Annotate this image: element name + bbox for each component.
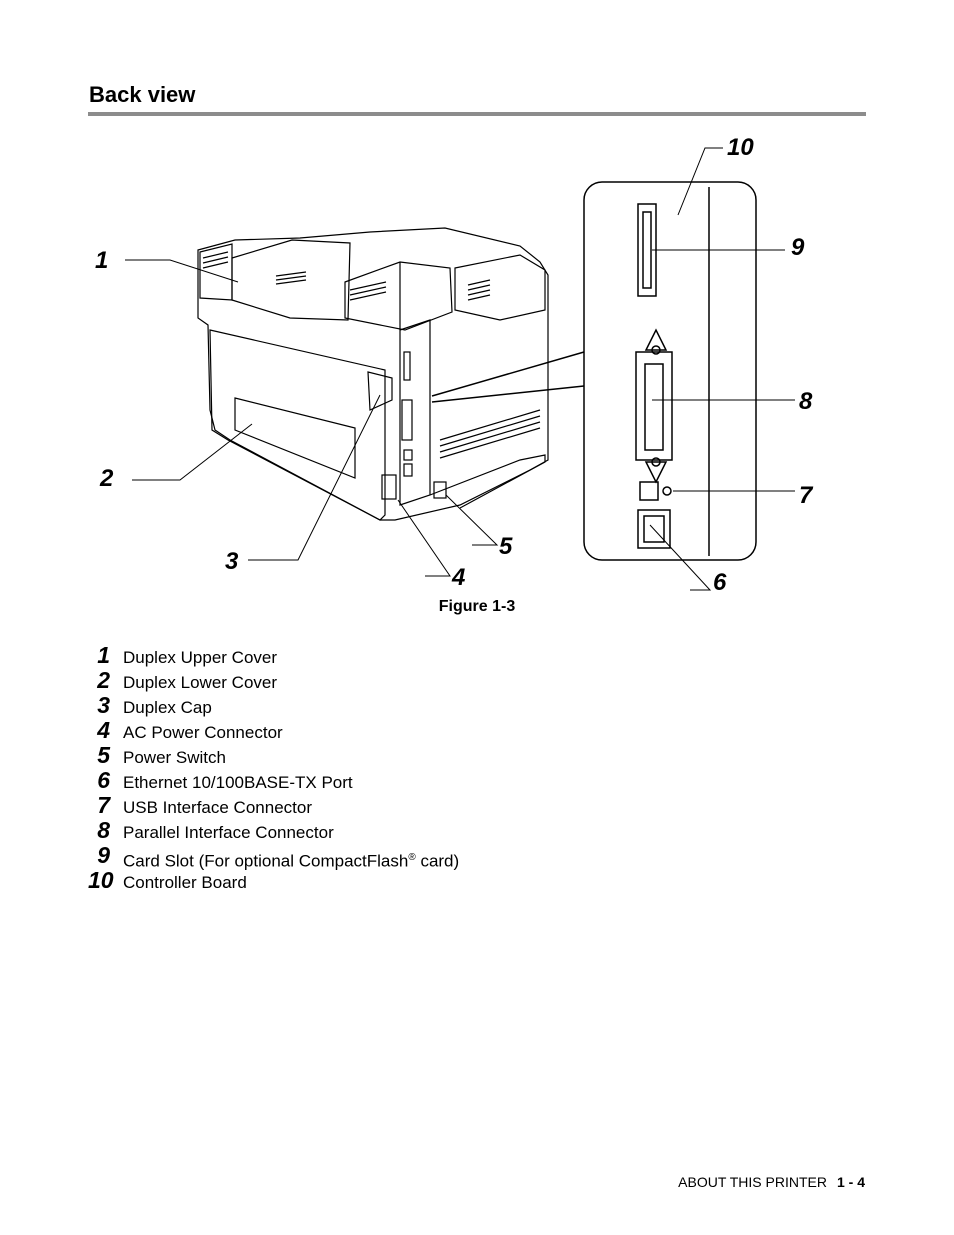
legend-number: 1 (97, 642, 110, 668)
legend-label-suffix: card) (415, 851, 460, 871)
legend-number: 5 (97, 742, 110, 768)
legend-item: 6 Ethernet 10/100BASE-TX Port (88, 768, 688, 793)
callout-numbers: 1 2 3 4 5 6 7 8 9 10 (95, 134, 814, 596)
legend-number: 8 (97, 817, 110, 843)
registered-mark: ® (408, 852, 416, 863)
callout-4: 4 (451, 564, 465, 591)
callout-7: 7 (799, 482, 814, 509)
legend-label: Controller Board (123, 873, 247, 892)
callout-6: 6 (713, 569, 727, 596)
legend-label: AC Power Connector (123, 723, 283, 742)
callout-10: 10 (727, 134, 754, 161)
callout-8: 8 (799, 388, 813, 415)
legend-number: 9 (97, 842, 110, 868)
legend-item: 2 Duplex Lower Cover (88, 668, 688, 693)
legend-item: 1 Duplex Upper Cover (88, 643, 688, 668)
detail-inset (583, 181, 757, 561)
legend-item: 3 Duplex Cap (88, 693, 688, 718)
legend-list: 1 Duplex Upper Cover 2 Duplex Lower Cove… (88, 643, 688, 893)
legend-item: 8 Parallel Interface Connector (88, 818, 688, 843)
figure-caption: Figure 1-3 (438, 598, 516, 615)
legend-number: 2 (97, 667, 110, 693)
legend-number: 3 (97, 692, 110, 718)
legend-label: Duplex Upper Cover (123, 648, 278, 667)
callout-5: 5 (499, 533, 513, 560)
page-title: Back view (89, 82, 196, 107)
callout-9: 9 (791, 234, 805, 261)
legend-item: 7 USB Interface Connector (88, 793, 688, 818)
page-number: 1 - 4 (836, 1174, 865, 1190)
legend-label: USB Interface Connector (123, 798, 312, 817)
legend-label: Parallel Interface Connector (123, 823, 334, 842)
footer-section: ABOUT THIS PRINTER (678, 1174, 827, 1190)
callout-3: 3 (225, 548, 239, 575)
legend-number: 7 (97, 792, 110, 818)
printer-back-view-figure: 1 2 3 4 5 6 7 8 9 10 (95, 134, 814, 596)
legend-number: 6 (97, 767, 110, 793)
leader-lines (125, 147, 795, 591)
legend-item: 9 Card Slot (For optional CompactFlash® … (88, 842, 688, 871)
title-rule (88, 112, 866, 116)
callout-2: 2 (99, 465, 114, 492)
legend-number: 4 (97, 717, 110, 743)
legend-label: Ethernet 10/100BASE-TX Port (123, 773, 353, 792)
legend-label: Card Slot (For optional CompactFlash® ca… (123, 848, 459, 872)
page-footer: ABOUT THIS PRINTER 1 - 4 (678, 1174, 865, 1190)
legend-label: Duplex Cap (123, 698, 212, 717)
legend-item: 4 AC Power Connector (88, 718, 688, 743)
legend-label-text: Card Slot (For optional CompactFlash (123, 851, 409, 871)
legend-label: Power Switch (123, 748, 226, 767)
legend-number: 10 (88, 867, 114, 893)
legend-label: Duplex Lower Cover (123, 673, 278, 692)
printer-illustration (197, 227, 549, 521)
callout-1: 1 (95, 247, 108, 274)
zoom-lines (431, 351, 585, 403)
legend-item: 5 Power Switch (88, 743, 688, 768)
legend-item: 10 Controller Board (88, 868, 688, 893)
